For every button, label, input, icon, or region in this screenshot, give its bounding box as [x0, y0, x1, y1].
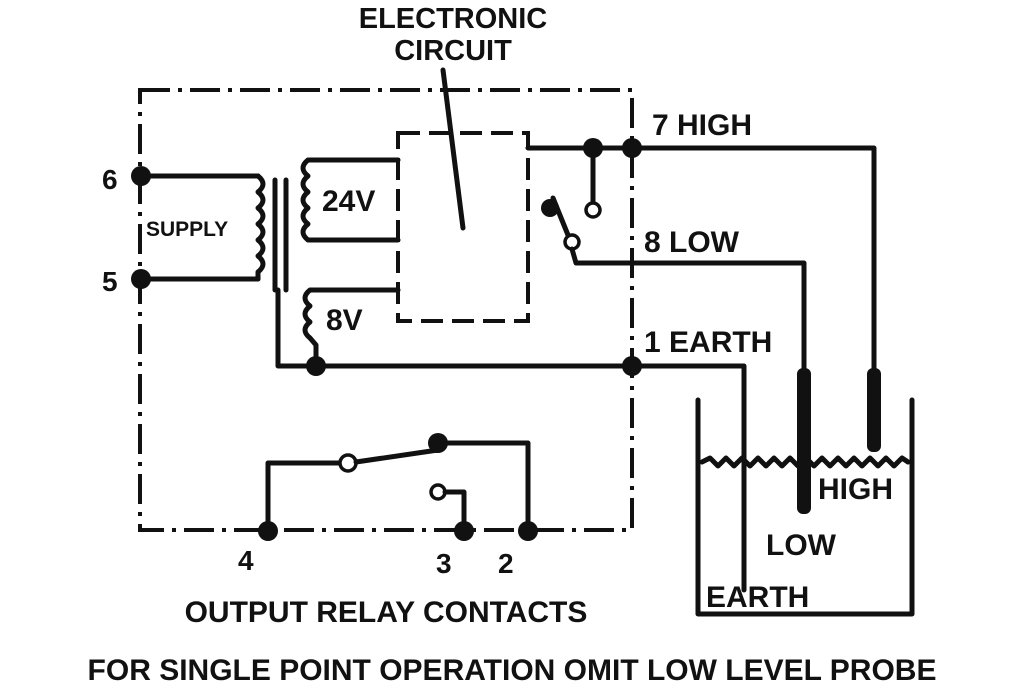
high-wire	[525, 145, 877, 371]
relay-nc-wire	[435, 440, 531, 533]
relay-blade	[353, 447, 441, 465]
tank-outline	[695, 397, 915, 617]
low-level-probe	[797, 368, 811, 514]
terminal-2-label: 2	[498, 548, 514, 579]
high-level-probe	[867, 368, 881, 452]
transformer-primary-coil	[255, 173, 266, 282]
terminal-3-node	[454, 521, 474, 541]
terminal-5-label: 5	[102, 266, 118, 297]
internal-relay-contact-upper	[584, 201, 602, 219]
tank-earth-label: EARTH	[706, 581, 809, 614]
terminal-6-label: 6	[102, 164, 118, 195]
tank-high-label: HIGH	[818, 473, 893, 506]
electronic-circuit-box	[396, 131, 530, 323]
terminal-7-label: 7 HIGH	[652, 109, 752, 142]
title-electronic: ELECTRONIC	[359, 3, 548, 35]
relay-no-wire	[442, 489, 467, 533]
terminal-2-node	[518, 521, 538, 541]
footer-note: FOR SINGLE POINT OPERATION OMIT LOW LEVE…	[88, 654, 937, 687]
label-8v: 8V	[326, 304, 363, 337]
terminal-4-node	[258, 521, 278, 541]
coil-24v	[300, 157, 401, 243]
label-24v: 24V	[322, 185, 375, 218]
terminal-7-node	[622, 138, 642, 158]
terminal-8-label: 8 LOW	[644, 226, 740, 259]
terminal-1-node	[622, 356, 642, 376]
enclosure-outline	[138, 88, 634, 532]
tank-low-label: LOW	[766, 529, 837, 562]
output-relay-contacts-label: OUTPUT RELAY CONTACTS	[185, 596, 588, 629]
internal-relay-blade	[550, 195, 573, 243]
earth-bus-wire	[275, 287, 747, 593]
terminal-1-label: 1 EARTH	[644, 326, 772, 359]
relay-moving-contact	[338, 453, 358, 473]
terminal-4-label: 4	[238, 545, 254, 576]
coil-8v	[302, 287, 401, 369]
earth-junction-node	[306, 356, 326, 376]
low-wire	[569, 246, 807, 371]
title-pointer	[440, 67, 466, 231]
supply-label: SUPPLY	[146, 218, 228, 241]
relay-common-wire	[265, 460, 345, 533]
terminal-3-label: 3	[436, 548, 452, 579]
title-circuit: CIRCUIT	[394, 35, 512, 67]
